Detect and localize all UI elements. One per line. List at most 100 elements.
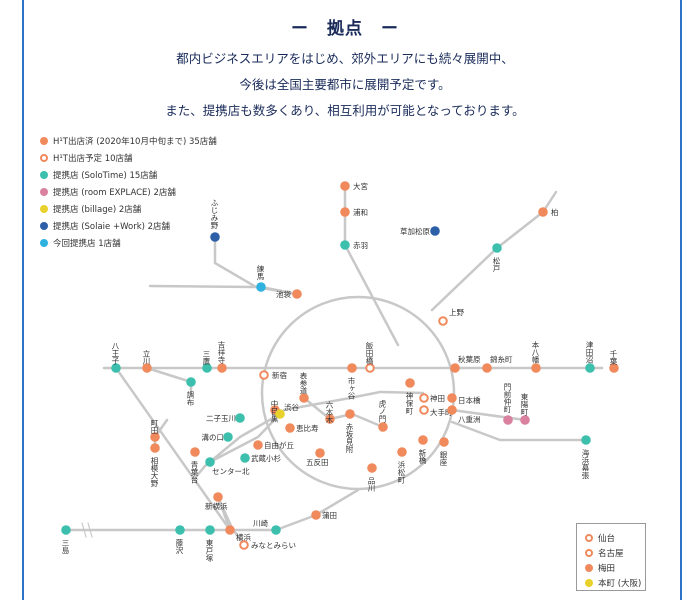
station-marker [225,525,235,535]
station-marker [190,447,200,457]
regional-legend-item: 名古屋 [585,545,645,560]
intro-line-3: また、提携店も数多くあり、相互利用が可能となっております。 [165,103,525,118]
legend-item-room-explace: 提携店 (room EXPLACE) 2店舗 [40,183,217,200]
legend-item-open: H¹T出店済 (2020年10月中旬まで) 35店舗 [40,132,217,149]
station-label: センター北 [212,467,250,476]
station-label: 八王子 [111,342,120,365]
station-markers: 大宮浦和赤羽柏草加松原松戸ふじみ野練馬池袋上野八王子立川三鷹吉祥寺新宿飯田橋市ヶ… [61,181,619,563]
intro-line-1: 都内ビジネスエリアをはじめ、郊外エリアにも続々展開中、 [176,51,514,66]
station-label: 神保町 [405,391,414,415]
station-label: 虎ノ門 [378,399,387,424]
line-oimachi [208,412,282,464]
station-marker [205,525,215,535]
station-marker [581,435,591,445]
regional-legend-item: 本町 (大阪) [585,575,645,590]
station-label: 青葉台 [190,460,199,485]
legend-item-new-partner: 今回提携店 1店舗 [40,234,217,251]
station-label: 新横浜 [205,501,228,511]
station-marker [492,243,502,253]
station-label: 銀座 [439,451,448,468]
station-marker [175,525,185,535]
intro-text: 都内ビジネスエリアをはじめ、郊外エリアにも続々展開中、 今後は全国主要都市に展開… [0,46,690,124]
legend-label: 提携店 (billage) 2店舗 [53,204,142,215]
line-tokaido-gap [81,522,93,538]
station-marker [256,282,266,292]
station-label: 日本橋 [458,395,481,405]
station-marker [299,393,309,403]
station-label: 自由が丘 [264,440,294,450]
station-label: 蒲田 [322,510,337,520]
legend-dot [40,204,48,213]
station-label: 松戸 [492,256,501,273]
station-label: 新宿 [272,370,287,380]
left-frame-border [22,0,24,600]
line-keiyo [450,420,588,442]
station-marker [450,363,460,373]
station-marker [367,463,377,473]
station-label: 品川 [367,477,376,493]
station-label: 池袋 [276,289,291,299]
station-marker [285,423,295,433]
regional-legend-dot [585,578,593,587]
station-label: 門前仲町 [503,383,512,414]
line-shin-yokohama [216,495,232,532]
station-marker [235,413,245,423]
station-label: ふじみ野 [210,199,219,230]
station-marker [520,415,530,425]
station-marker [430,226,440,236]
regional-legend-label: 仙台 [598,533,616,544]
station-marker [217,363,227,373]
station-marker [325,414,335,424]
station-label: 赤坂見附 [345,423,354,455]
station-marker [253,440,263,450]
station-marker [142,363,152,373]
station-marker [210,232,220,242]
station-marker [438,316,448,326]
station-label: 草加松原 [400,226,430,236]
station-marker [292,289,302,299]
line-seibu [148,284,299,296]
station-marker [585,363,595,373]
station-marker [447,393,457,403]
station-label: 柏 [551,207,559,217]
legend-dot [40,221,48,230]
station-label: 津田沼 [585,341,594,365]
station-label: 飯田橋 [365,341,374,366]
station-label: 東戸塚 [205,538,214,563]
station-marker [482,363,492,373]
legend-label: 提携店 (SoloTime) 15店舗 [53,170,158,181]
station-label: 横浜 [236,532,251,542]
station-marker [61,525,71,535]
station-label: 五反田 [306,457,329,467]
legend-dot [40,136,48,145]
station-label: 調布 [186,390,195,408]
legend-label: H¹T出店予定 10店舗 [53,153,133,164]
line-joban [430,190,558,312]
station-marker [271,525,281,535]
station-marker [239,540,249,550]
legend-label: 今回提携店 1店舗 [53,238,121,249]
line-denentoshi [193,412,282,480]
station-marker [340,181,350,191]
station-marker [186,377,196,387]
station-label: 市ヶ谷 [347,376,356,401]
line-keio [145,366,193,396]
station-marker [419,393,429,403]
station-marker [275,409,285,419]
legend-dot [40,170,48,179]
line-ginza [282,390,425,412]
legend-item-billage: 提携店 (billage) 2店舗 [40,200,217,217]
station-marker [397,447,407,457]
intro-line-2: 今後は全国主要都市に展開予定です。 [239,77,451,92]
regional-legend-dot [585,533,593,542]
legend-item-solaie: 提携店 (Solaie +Work) 2店舗 [40,217,217,234]
station-label: 立川 [142,349,151,366]
station-marker [419,405,429,415]
station-marker [340,207,350,217]
station-label: 表参道 [299,371,308,396]
station-marker [202,363,212,373]
station-marker [503,415,513,425]
station-marker [150,443,160,453]
station-label: 武蔵小杉 [251,453,281,463]
